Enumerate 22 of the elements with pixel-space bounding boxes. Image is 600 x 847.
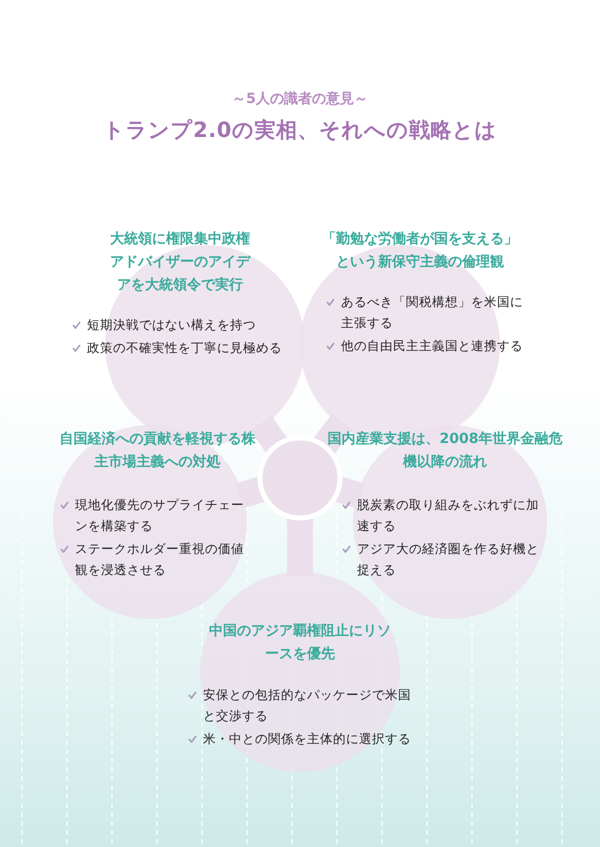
bullet-text: 脱炭素の取り組みをぶれずに加速する bbox=[357, 496, 540, 535]
bullet-text: 現地化優先のサプライチェーンを構築する bbox=[75, 496, 245, 535]
petal-stem bbox=[250, 416, 288, 454]
title: トランプ2.0の実相、それへの戦略とは bbox=[102, 117, 498, 144]
bullet-text: 政策の不確実性を丁寧に見極める bbox=[87, 339, 283, 357]
petal-stem bbox=[287, 517, 313, 576]
bullet-text: アジア大の経済圏を作る好機と捉える bbox=[357, 540, 540, 579]
opinion-heading: 中国のアジア覇権阻止にリソースを優先 bbox=[208, 622, 392, 664]
bullet-text: 安保との包括的なパッケージで米国と交渉する bbox=[203, 686, 412, 725]
bullet-text: 米・中との関係を主体的に選択する bbox=[203, 730, 412, 748]
bullet-text: 他の自由民主主義国と連携する bbox=[341, 337, 524, 355]
opinion-heading: 自国経済への貢献を軽視する株主市場主義への対処 bbox=[58, 430, 256, 472]
bullet-text: ステークホルダー重視の価値観を浸透させる bbox=[75, 540, 245, 579]
opinion-heading: 国内産業支援は、2008年世界金融危機以降の流れ bbox=[326, 430, 564, 472]
subtitle: ～5人の識者の意見～ bbox=[231, 90, 369, 108]
petal-stem bbox=[313, 414, 353, 455]
petal-stem bbox=[334, 476, 364, 508]
opinion-heading: 大統領に権限集中政権アドバイザーのアイデアを大統領令で実行 bbox=[109, 230, 252, 295]
bullet-text: あるべき「関税構想」を米国に主張する bbox=[341, 293, 524, 332]
opinion-heading: 「勤勉な労働者が国を支える」という新保守主義の倫理観 bbox=[321, 230, 519, 272]
petal-stem bbox=[236, 476, 266, 508]
bullet-text: 短期決戦ではない構えを持つ bbox=[87, 316, 257, 334]
